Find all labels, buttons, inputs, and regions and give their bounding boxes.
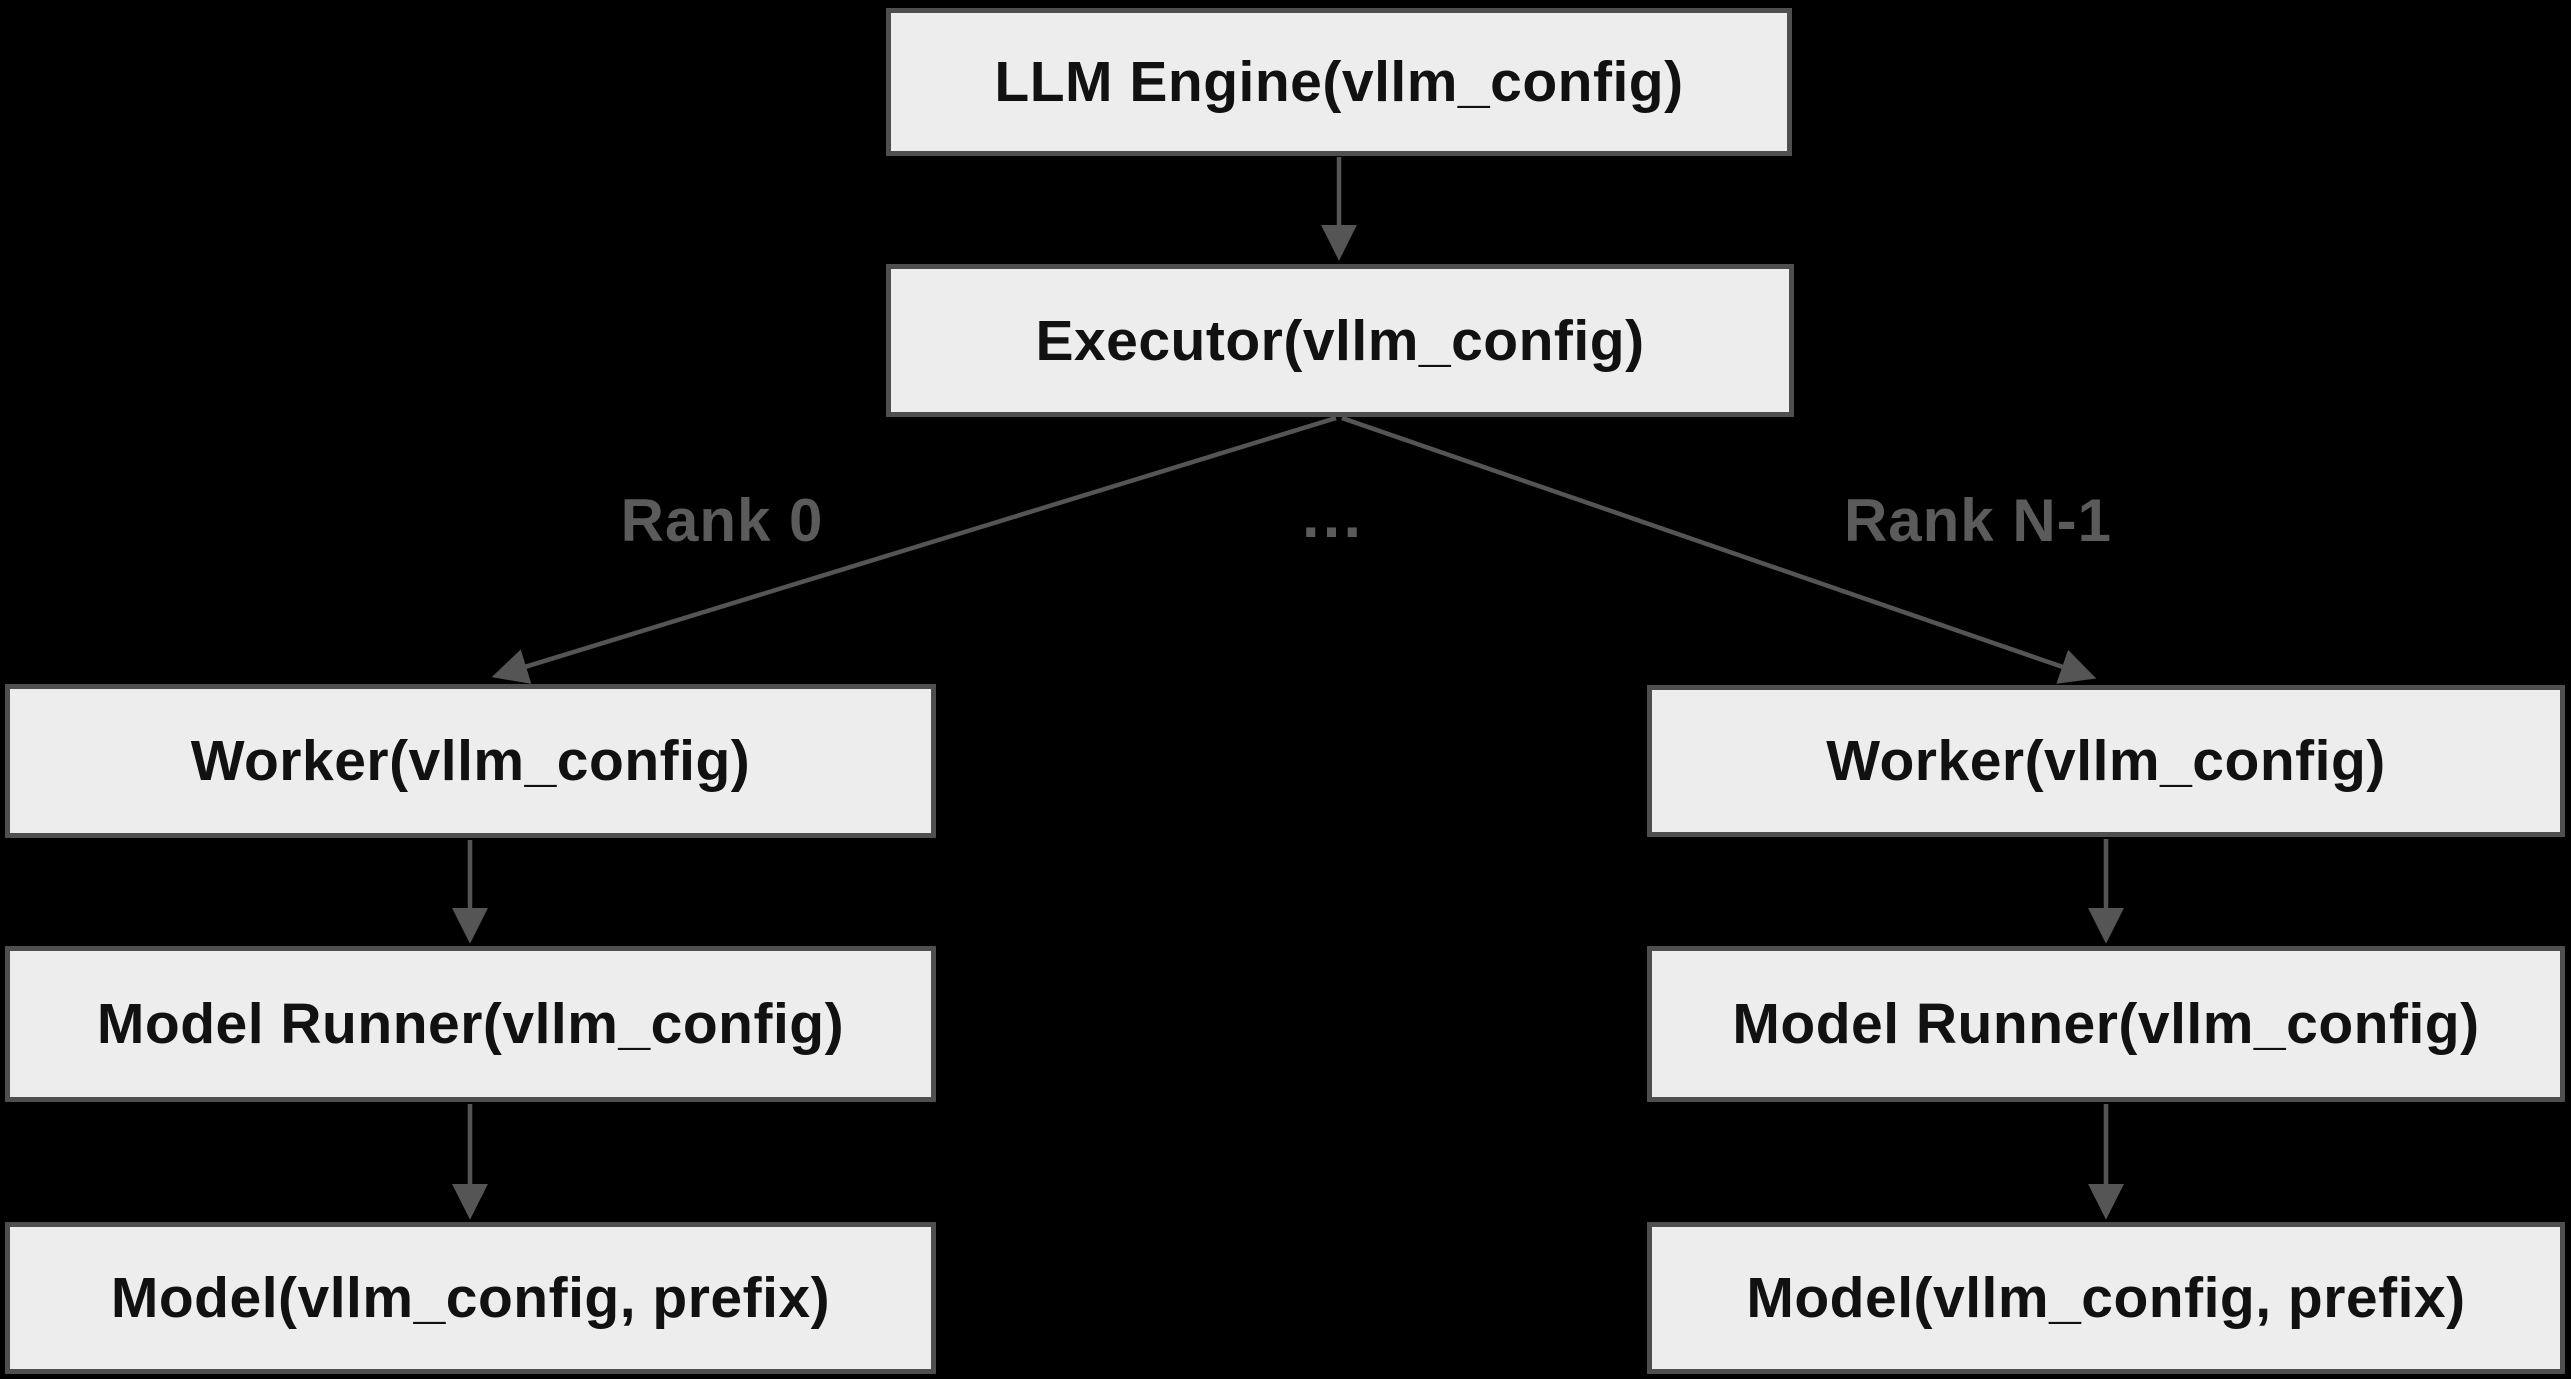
node-model-runner-rank0-label: Model Runner(vllm_config) <box>96 992 845 1056</box>
edge-label-rank-n-1: Rank N-1 <box>1843 487 2113 554</box>
node-worker-rank0: Worker(vllm_config) <box>5 684 936 838</box>
node-model-runner-rankn: Model Runner(vllm_config) <box>1647 946 2565 1102</box>
node-model-runner-rankn-label: Model Runner(vllm_config) <box>1732 992 2480 1056</box>
edge-label-ellipsis: ... <box>1301 479 1365 551</box>
node-model-rankn-label: Model(vllm_config, prefix) <box>1746 1266 2466 1330</box>
node-model-runner-rank0: Model Runner(vllm_config) <box>5 946 936 1102</box>
node-executor: Executor(vllm_config) <box>886 264 1794 417</box>
edge-label-rank-0: Rank 0 <box>620 487 824 554</box>
node-worker-rankn-label: Worker(vllm_config) <box>1826 729 2386 793</box>
node-worker-rank0-label: Worker(vllm_config) <box>190 729 751 793</box>
node-executor-label: Executor(vllm_config) <box>1035 308 1645 373</box>
node-worker-rankn: Worker(vllm_config) <box>1647 685 2565 837</box>
node-llm-engine: LLM Engine(vllm_config) <box>886 8 1792 156</box>
node-model-rank0-label: Model(vllm_config, prefix) <box>110 1266 831 1330</box>
node-model-rank0: Model(vllm_config, prefix) <box>5 1222 936 1374</box>
node-model-rankn: Model(vllm_config, prefix) <box>1647 1222 2565 1374</box>
node-llm-engine-label: LLM Engine(vllm_config) <box>994 50 1684 114</box>
